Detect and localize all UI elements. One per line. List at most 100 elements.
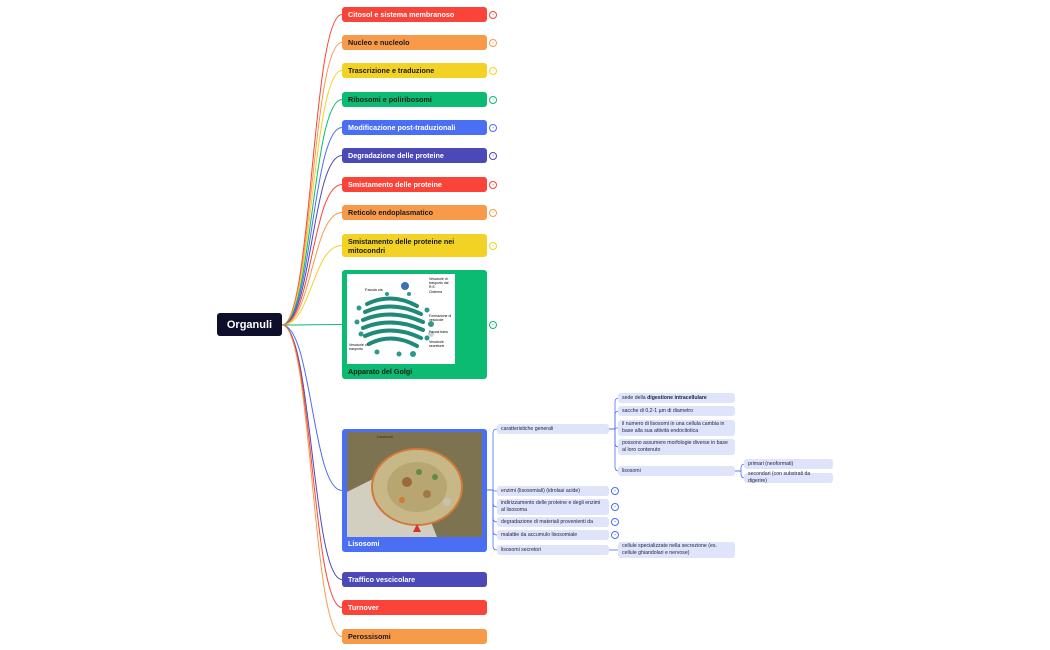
topic-perossisomi[interactable]: Perossisomi	[342, 629, 487, 644]
topic-smistamento[interactable]: Smistamento delle proteine	[342, 177, 487, 192]
connector-line	[281, 99, 343, 326]
topic-reticolo[interactable]: Reticolo endoplasmatico	[342, 205, 487, 220]
connector-line	[487, 489, 497, 492]
connector-line	[281, 184, 343, 326]
node-lisosomi-secretori[interactable]: lisosomi secretori	[497, 545, 609, 555]
expand-toggle-icon[interactable]: +	[489, 124, 497, 132]
node-text-bold: digestione intracellulare	[647, 394, 707, 401]
expand-toggle-icon[interactable]: +	[489, 321, 497, 329]
node-sacche-diametro[interactable]: sacche di 0,2-1 µm di diametro	[618, 406, 735, 416]
node-lisosomi[interactable]: lisosomi	[618, 466, 735, 476]
node-secondari[interactable]: secondari (con substrati da digerire)	[744, 471, 833, 484]
golgi-image: Faccia cis Vescicole di trasporto dal R.…	[347, 274, 455, 364]
connector-line	[281, 14, 343, 326]
node-label: sede della digestione intracellulare	[622, 395, 707, 402]
golgi-label: Vescicole secretorie	[429, 340, 445, 348]
topic-turnover[interactable]: Turnover	[342, 600, 487, 615]
lisosomi-image: Lisosomi	[347, 432, 482, 537]
connector-line	[281, 245, 343, 326]
topic-traffico[interactable]: Traffico vescicolare	[342, 572, 487, 587]
topic-modificazione[interactable]: Modificazione post-traduzionali	[342, 120, 487, 135]
expand-toggle-icon[interactable]: +	[489, 181, 497, 189]
expand-toggle-icon[interactable]: +	[611, 503, 619, 511]
node-malattie-accumulo[interactable]: malattie da accumulo lisosomiale	[497, 530, 609, 540]
node-label: degradazione di materiali provenienti da	[501, 518, 593, 525]
topic-label: Smistamento delle proteine	[348, 180, 442, 189]
lysosome-image-label: Lisosomi	[377, 434, 393, 439]
topic-label: Reticolo endoplasmatico	[348, 208, 434, 217]
connector-line	[281, 42, 343, 326]
connector-line	[281, 324, 343, 491]
node-label: lisosomi	[622, 467, 641, 474]
node-enzimi[interactable]: enzimi (lisosomiali) (idrolasi acide)	[497, 486, 609, 496]
topic-label: Lisosomi	[348, 539, 380, 548]
expand-toggle-icon[interactable]: +	[489, 96, 497, 104]
topic-degradazione[interactable]: Degradazione delle proteine	[342, 148, 487, 163]
golgi-label: Formazione di vescicole	[429, 314, 452, 322]
connector-line	[281, 324, 343, 326]
connector-line	[609, 427, 618, 430]
topic-label: Ribosomi e poliribosomi	[348, 95, 432, 104]
node-caratteristiche-generali[interactable]: caratteristiche generali	[497, 424, 609, 434]
topic-label: Traffico vescicolare	[348, 575, 416, 584]
expand-toggle-icon[interactable]: +	[611, 531, 619, 539]
node-label: sacche di 0,2-1 µm di diametro	[622, 407, 694, 414]
golgi-label: Vescicole di trasporto	[349, 343, 368, 351]
expand-toggle-icon[interactable]: +	[489, 11, 497, 19]
node-label: indirizzamento delle proteine e degli en…	[501, 500, 601, 513]
expand-toggle-icon[interactable]: +	[489, 67, 497, 75]
node-label: possono assumere morfologie diverse in b…	[622, 440, 728, 453]
connector-line	[281, 70, 343, 326]
node-label: enzimi (lisosomiali) (idrolasi acide)	[501, 487, 580, 494]
node-label: caratteristiche generali	[501, 425, 554, 432]
golgi-label: Faccia cis	[365, 287, 383, 292]
node-label: malattie da accumulo lisosomiale	[501, 531, 578, 538]
expand-toggle-icon[interactable]: +	[489, 39, 497, 47]
node-label: cellule specializzate nella secrezione (…	[622, 543, 717, 556]
root-node-organuli[interactable]: Organuli	[217, 313, 282, 336]
golgi-label: Cisterna	[429, 290, 443, 294]
node-cellule-specializzate[interactable]: cellule specializzate nella secrezione (…	[618, 542, 735, 558]
topic-label: Citosol e sistema membranoso	[348, 10, 455, 19]
node-label: secondari (con substrati da digerire)	[748, 471, 811, 484]
node-text: sede della	[622, 394, 648, 401]
expand-toggle-icon[interactable]: +	[489, 209, 497, 217]
golgi-label: Vescicole di trasporto dal R.E.	[429, 277, 449, 289]
topic-citosol[interactable]: Citosol e sistema membranoso	[342, 7, 487, 22]
topic-label: Turnover	[348, 603, 379, 612]
connector-line	[281, 155, 343, 326]
connector-line	[281, 324, 343, 580]
topic-label: Trascrizione e traduzione	[348, 66, 435, 75]
topic-trascrizione[interactable]: Trascrizione e traduzione	[342, 63, 487, 78]
node-label: primari (neoformati)	[748, 460, 794, 467]
connector-line	[281, 324, 343, 637]
expand-toggle-icon[interactable]: +	[611, 518, 619, 526]
topic-label: Apparato del Golgi	[348, 367, 413, 376]
root-label: Organuli	[226, 318, 273, 331]
topic-label: Perossisomi	[348, 632, 391, 641]
node-sede-digestione[interactable]: sede della digestione intracellulare	[618, 393, 735, 403]
node-indirizzamento[interactable]: indirizzamento delle proteine e degli en…	[497, 499, 609, 515]
node-degradazione-materiali[interactable]: degradazione di materiali provenienti da	[497, 517, 609, 527]
golgi-label: Faccia trans	[429, 330, 449, 334]
topic-label: Nucleo e nucleolo	[348, 38, 410, 47]
topic-nucleo[interactable]: Nucleo e nucleolo	[342, 35, 487, 50]
node-numero-lisosomi[interactable]: il numero di lisosomi in una cellula cam…	[618, 420, 735, 436]
node-label: il numero di lisosomi in una cellula cam…	[622, 421, 725, 434]
topic-mitocondri[interactable]: Smistamento delle proteine nei mitocondr…	[342, 234, 487, 257]
connector-line	[281, 324, 343, 608]
connector-line	[487, 489, 498, 551]
lysosome-illustration	[347, 432, 482, 537]
topic-label: Modificazione post-traduzionali	[348, 123, 456, 132]
topic-label: Degradazione delle proteine	[348, 151, 444, 160]
connector-line	[281, 127, 343, 326]
expand-toggle-icon[interactable]: +	[611, 487, 619, 495]
expand-toggle-icon[interactable]: +	[489, 152, 497, 160]
node-primari[interactable]: primari (neoformati)	[744, 459, 833, 469]
connector-line	[487, 489, 498, 523]
topic-label: Smistamento delle proteine nei mitocondr…	[348, 236, 455, 255]
connector-line	[281, 212, 343, 326]
expand-toggle-icon[interactable]: +	[489, 242, 497, 250]
node-morfologie[interactable]: possono assumere morfologie diverse in b…	[618, 439, 735, 455]
topic-ribosomi[interactable]: Ribosomi e poliribosomi	[342, 92, 487, 107]
